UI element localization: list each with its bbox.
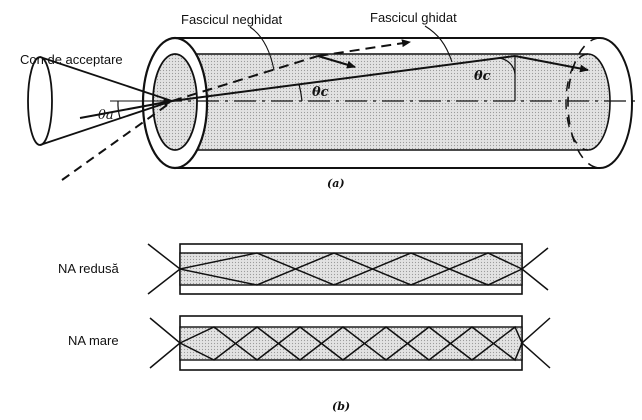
guided-leader bbox=[424, 25, 453, 63]
acceptance-cone bbox=[27, 56, 173, 146]
unguided-leader bbox=[249, 26, 275, 71]
theta-c-right-label: θc bbox=[474, 69, 491, 84]
unguided-ray-path bbox=[171, 39, 411, 102]
core-front-face bbox=[152, 53, 198, 151]
caption-a: (a) bbox=[327, 177, 345, 190]
unguided-beam-label: Fascicul neghidat bbox=[181, 12, 283, 27]
theta-c-inner-arc bbox=[298, 83, 303, 102]
theta-c-inner-label: θc bbox=[312, 85, 329, 100]
theta-a-label: θa bbox=[98, 108, 114, 123]
fiber-cylinder bbox=[141, 36, 633, 170]
incoming-unguided-ray bbox=[61, 102, 171, 181]
fiber-na-small bbox=[147, 243, 549, 295]
na-large-label: NA mare bbox=[68, 333, 119, 348]
theta-a-arc bbox=[117, 100, 121, 119]
na-small-label: NA redusă bbox=[58, 261, 119, 276]
fiber-na-large bbox=[149, 315, 551, 371]
guided-ray-path bbox=[171, 55, 589, 102]
theta-c-right-arc bbox=[497, 57, 516, 75]
guided-beam-label: Fascicul ghidat bbox=[370, 10, 457, 25]
acceptance-cone-label: Con de acceptare bbox=[20, 52, 123, 67]
incoming-ray bbox=[79, 98, 173, 119]
caption-b: (b) bbox=[332, 400, 350, 413]
